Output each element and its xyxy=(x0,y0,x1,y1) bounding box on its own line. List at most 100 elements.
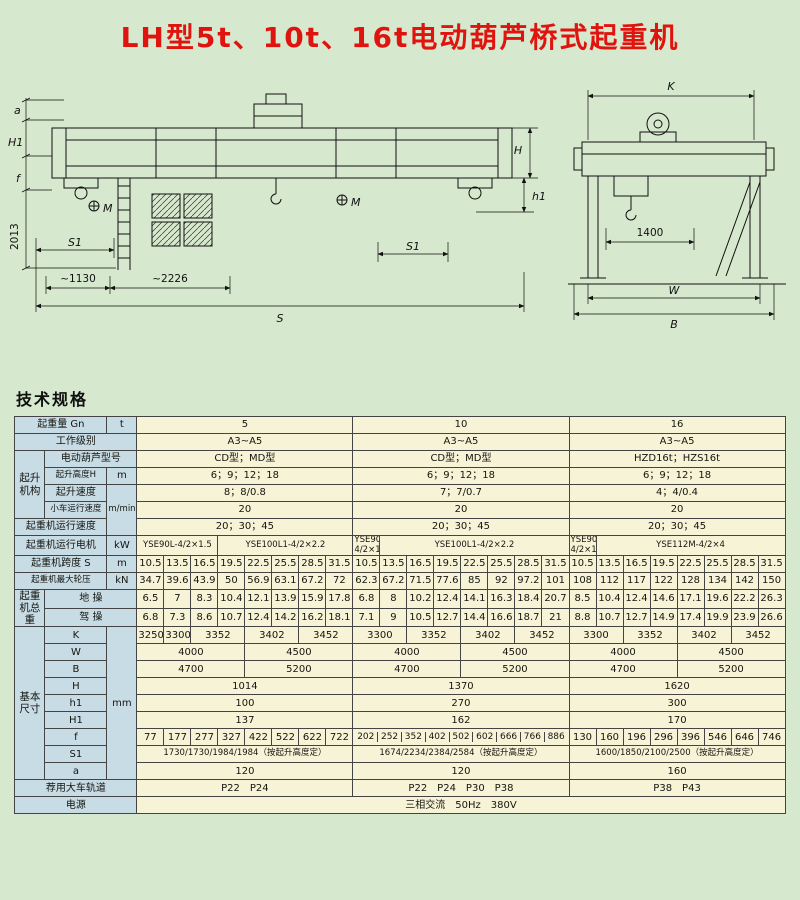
section-heading: 技术规格 xyxy=(16,390,89,409)
table-label-cell: 起升高度H xyxy=(44,467,108,485)
table-value-cell: 63.1 xyxy=(271,572,300,591)
table-value-cell: 3352 xyxy=(190,626,246,645)
table-value-cell: 14.9 xyxy=(649,607,678,628)
table-value-cell: 10.5 xyxy=(568,555,597,574)
table-value-cell: 3250 xyxy=(136,626,165,645)
table-value-cell: 14.6 xyxy=(649,589,678,609)
table-label-cell: K xyxy=(44,626,108,645)
dim-label-s1-right: S1 xyxy=(406,240,420,253)
table-value-cell: 10.4 xyxy=(595,589,624,609)
table-value-cell: 277 xyxy=(190,728,219,747)
table-label-cell: 小车运行速度 xyxy=(44,501,108,519)
table-value-cell: HZD16t；HZS16t xyxy=(568,450,786,468)
table-value-cell: CD型；MD型 xyxy=(352,450,570,468)
table-label-cell: kN xyxy=(106,572,138,591)
table-label-cell: m xyxy=(106,555,138,574)
table-value-cell: 25.5 xyxy=(271,555,300,574)
table-value-cell: 28.5 xyxy=(514,555,543,574)
dim-label-2013: 2013 xyxy=(9,223,21,250)
table-value-cell: 13.5 xyxy=(595,555,624,574)
table-label-cell: h1 xyxy=(44,694,108,713)
table-value-cell: 31.5 xyxy=(541,555,570,574)
table-value-cell: 67.2 xyxy=(298,572,327,591)
table-value-cell: 20；30；45 xyxy=(136,518,354,536)
table-label-cell: 起升机构 xyxy=(14,450,46,519)
table-value-cell: 31.5 xyxy=(757,555,786,574)
table-label-cell: B xyxy=(44,660,108,679)
table-value-cell: 26.3 xyxy=(757,589,786,609)
mark-label-m1: M xyxy=(103,202,113,215)
table-value-cell: 13.9 xyxy=(271,589,300,609)
table-value-cell: 108 xyxy=(568,572,597,591)
table-value-cell: 4500 xyxy=(460,643,570,662)
table-value-cell: 14.2 xyxy=(271,607,300,628)
table-value-cell: 26.6 xyxy=(757,607,786,628)
table-value-cell: 10.2 xyxy=(406,589,435,609)
table-value-cell: 10.5 xyxy=(136,555,165,574)
table-value-cell: 20 xyxy=(136,501,354,519)
table-value-cell: 31.5 xyxy=(325,555,354,574)
table-value-cell: 5 xyxy=(136,416,354,434)
table-value-cell: 22.5 xyxy=(676,555,705,574)
table-label-cell: 起升速度 xyxy=(44,484,108,502)
table-value-cell: 8 xyxy=(379,589,408,609)
table-value-cell: 20 xyxy=(352,501,570,519)
table-value-cell: 5200 xyxy=(460,660,570,679)
table-label-cell: kW xyxy=(106,534,138,557)
table-value-cell: 22.2 xyxy=(730,589,759,609)
dim-label-2226: ~2226 xyxy=(152,273,188,285)
table-value-cell: 270 xyxy=(352,694,570,713)
table-value-cell: 3300 xyxy=(163,626,192,645)
table-value-cell: 23.9 xyxy=(730,607,759,628)
table-value-cell: 7.1 xyxy=(352,607,381,628)
table-value-cell: 142 xyxy=(730,572,759,591)
table-value-cell: YSE100L1-4/2×2.2 xyxy=(379,534,570,557)
table-value-cell: 10.5 xyxy=(406,607,435,628)
table-label-cell: H xyxy=(44,677,108,696)
table-value-cell: 12.4 xyxy=(244,607,273,628)
table-value-cell: 112 xyxy=(595,572,624,591)
table-value-cell: 92 xyxy=(487,572,516,591)
table-value-cell: 1370 xyxy=(352,677,570,696)
table-value-cell: 8.6 xyxy=(190,607,219,628)
table-value-cell: 34.7 xyxy=(136,572,165,591)
table-value-cell: 22.5 xyxy=(244,555,273,574)
table-value-cell: 18.1 xyxy=(325,607,354,628)
table-value-cell: 67.2 xyxy=(379,572,408,591)
dim-label-h1-lower: h1 xyxy=(532,190,546,203)
table-label-cell: t xyxy=(106,416,138,434)
table-label-cell: 起重机运行速度 xyxy=(14,518,108,536)
table-value-cell: 3402 xyxy=(460,626,516,645)
table-label-cell: 电源 xyxy=(14,796,138,815)
table-label-cell: 荐用大车轨道 xyxy=(14,779,138,798)
table-label-cell: 起重机运行电机 xyxy=(14,534,108,557)
table-value-cell: 25.5 xyxy=(703,555,732,574)
table-value-cell: 13.5 xyxy=(163,555,192,574)
table-value-cell: 28.5 xyxy=(298,555,327,574)
table-value-cell: 19.6 xyxy=(703,589,732,609)
table-value-cell: 62.3 xyxy=(352,572,381,591)
table-value-cell: 6.8 xyxy=(352,589,381,609)
table-value-cell: YSE90L-4/2×1.5 xyxy=(352,534,381,557)
table-label-cell: f xyxy=(44,728,108,747)
table-value-cell: 19.5 xyxy=(649,555,678,574)
table-value-cell: 177 xyxy=(163,728,192,747)
table-value-cell: 8.3 xyxy=(190,589,219,609)
table-value-cell: YSE100L1-4/2×2.2 xyxy=(217,534,354,557)
page-title: LH型5t、10t、16t电动葫芦桥式起重机 xyxy=(120,21,680,54)
table-value-cell: A3~A5 xyxy=(352,433,570,451)
front-dimension-labels: a H1 f 2013 S1 ~1130 ~2226 S H h1 S1 M M xyxy=(8,104,546,325)
table-value-cell: 71.5 xyxy=(406,572,435,591)
table-value-cell: CD型；MD型 xyxy=(136,450,354,468)
table-value-cell: P38 P43 xyxy=(568,779,786,798)
table-label-cell: 起重机总重 xyxy=(14,589,46,628)
table-value-cell: 722 xyxy=(325,728,354,747)
table-value-cell: 7；7/0.7 xyxy=(352,484,570,502)
table-value-cell: 3402 xyxy=(244,626,300,645)
table-value-cell: 77 xyxy=(136,728,165,747)
table-value-cell: 4500 xyxy=(244,643,354,662)
dim-label-s: S xyxy=(277,312,284,325)
table-label-cell: 电动葫芦型号 xyxy=(44,450,138,468)
table-label-cell: 驾 操 xyxy=(44,607,138,628)
